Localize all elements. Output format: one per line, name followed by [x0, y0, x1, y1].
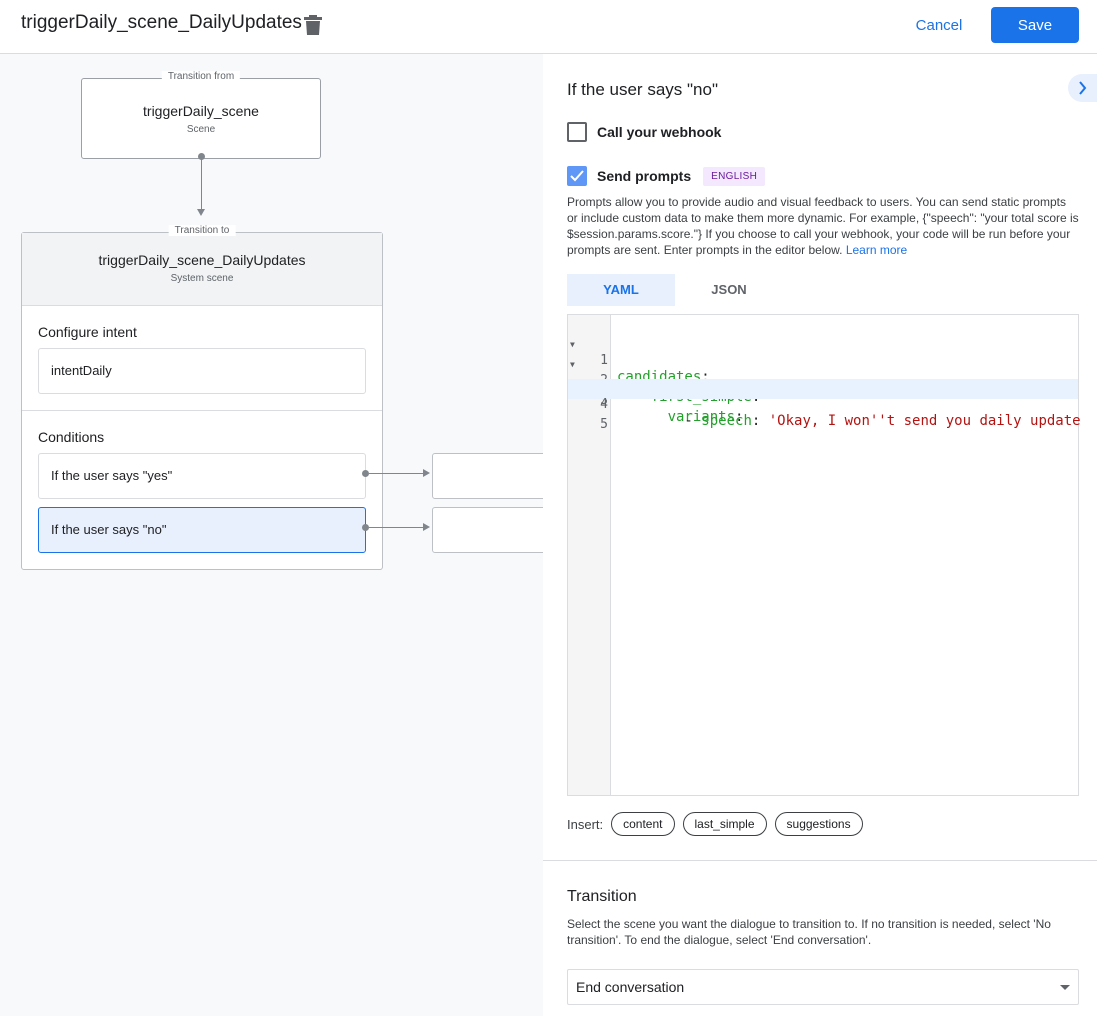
code-line[interactable]: 5: [568, 399, 1078, 432]
configure-intent-label: Configure intent: [38, 324, 137, 340]
chevron-right-icon[interactable]: [1068, 74, 1097, 102]
from-scene-name: triggerDaily_scene: [143, 103, 259, 119]
transition-select[interactable]: End conversation: [567, 969, 1079, 1005]
condition-yes-dot: [362, 470, 369, 477]
learn-more-link[interactable]: Learn more: [845, 243, 908, 257]
tab-yaml[interactable]: YAML: [567, 274, 675, 306]
divider: [22, 410, 382, 411]
top-bar: triggerDaily_scene_DailyUpdates Cancel S…: [0, 0, 1097, 54]
arrow-right-icon: [423, 469, 430, 477]
transition-to-legend: Transition to: [168, 225, 236, 236]
connector-dot: [198, 153, 205, 160]
to-scene-type: System scene: [170, 273, 234, 284]
fold-arrow-icon[interactable]: ▼: [570, 360, 575, 369]
condition-no-dot: [362, 524, 369, 531]
check-icon: [570, 170, 584, 182]
prompts-label: Send prompts: [597, 168, 692, 184]
connector-arrow-icon: [197, 209, 205, 216]
format-tabs: YAML JSON: [567, 274, 783, 306]
transition-to-card: Transition to triggerDaily_scene_DailyUp…: [21, 225, 383, 570]
condition-no[interactable]: If the user says "no": [38, 507, 366, 553]
code-line[interactable]: ▼ 1 candidates:: [568, 319, 1078, 385]
page-title: triggerDaily_scene_DailyUpdates: [21, 12, 302, 33]
transition-from-legend: Transition from: [161, 71, 241, 82]
line-number: 3: [588, 391, 608, 411]
fold-arrow-icon[interactable]: ▼: [570, 340, 575, 349]
scene-header[interactable]: Transition to triggerDaily_scene_DailyUp…: [22, 225, 382, 306]
condition-no-target[interactable]: [432, 507, 543, 553]
webhook-label: Call your webhook: [597, 124, 722, 140]
webhook-checkbox[interactable]: [567, 122, 587, 142]
prompts-description: Prompts allow you to provide audio and v…: [567, 194, 1079, 258]
tab-json[interactable]: JSON: [711, 282, 747, 297]
transition-description: Select the scene you want the dialogue t…: [567, 917, 1051, 947]
panel-title: If the user says "no": [567, 80, 718, 99]
code-line[interactable]: ▼ 3 variants:: [568, 359, 1078, 425]
save-button[interactable]: Save: [991, 7, 1079, 43]
prompts-checkbox[interactable]: [567, 166, 587, 186]
condition-editor-panel: If the user says "no" Call your webhook …: [543, 54, 1097, 1016]
description-text: Prompts allow you to provide audio and v…: [567, 195, 1079, 257]
code-editor[interactable]: ▼ 1 candidates: ▼ 2 - first_simple: ▼ 3 …: [567, 314, 1081, 796]
prompts-row: Send prompts ENGLISH: [567, 166, 766, 186]
caret-down-icon: [1060, 985, 1070, 990]
insert-chip-content[interactable]: content: [611, 812, 675, 836]
condition-no-line: [369, 527, 425, 528]
insert-chip-suggestions[interactable]: suggestions: [774, 812, 863, 836]
conditions-label: Conditions: [38, 429, 105, 445]
arrow-right-icon: [423, 523, 430, 531]
condition-yes-line: [369, 473, 425, 474]
insert-row: Insert: content last_simple suggestions: [567, 812, 871, 836]
line-number: 4: [600, 397, 608, 412]
webhook-row: Call your webhook: [567, 122, 721, 142]
transition-selected-value: End conversation: [576, 979, 685, 995]
condition-yes[interactable]: If the user says "yes": [38, 453, 366, 499]
line-number: 5: [600, 417, 608, 432]
scene-canvas: Transition from triggerDaily_scene Scene…: [0, 54, 543, 1016]
cancel-button[interactable]: Cancel: [903, 8, 975, 42]
insert-label: Insert:: [567, 816, 604, 832]
transition-from-card[interactable]: Transition from triggerDaily_scene Scene: [81, 71, 321, 159]
code-line[interactable]: ▼ 2 - first_simple:: [568, 339, 1078, 405]
code-line[interactable]: 4 - speech: 'Okay, I won''t send you dai…: [568, 379, 1081, 429]
to-scene-name: triggerDaily_scene_DailyUpdates: [98, 252, 306, 268]
condition-yes-target[interactable]: [432, 453, 543, 499]
divider: [543, 860, 1097, 861]
line-number: 1: [600, 353, 608, 368]
connector-line: [201, 157, 202, 211]
insert-chip-last-simple[interactable]: last_simple: [682, 812, 767, 836]
intent-field[interactable]: intentDaily: [38, 348, 366, 394]
transition-title: Transition: [567, 888, 637, 905]
language-badge: ENGLISH: [703, 166, 766, 186]
from-scene-type: Scene: [186, 124, 216, 135]
trash-icon[interactable]: [303, 14, 323, 36]
